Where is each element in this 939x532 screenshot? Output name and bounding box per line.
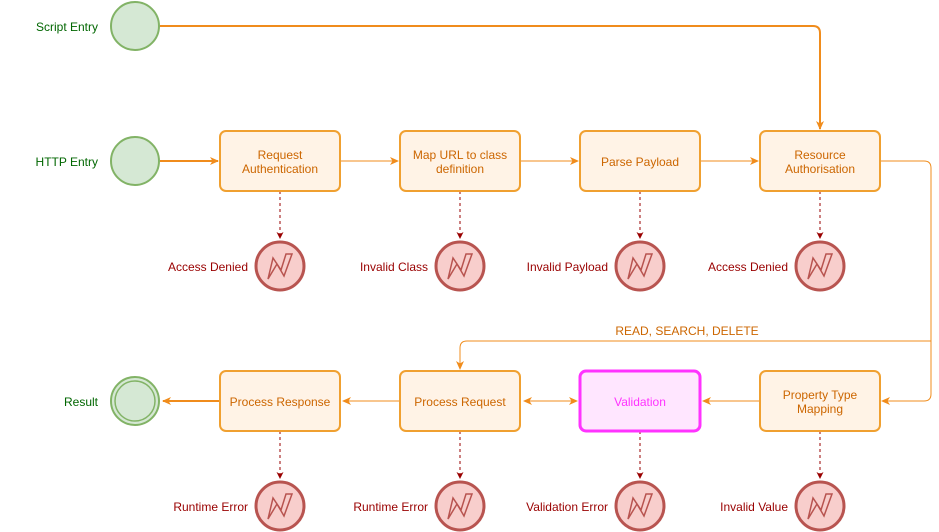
error-event-access-denied-2: Access Denied (708, 240, 846, 292)
property-type-mapping-line-1: Property Type (783, 388, 858, 402)
error-label-runtime-error-2: Runtime Error (353, 500, 428, 514)
error-lightning-icon (267, 493, 294, 520)
error-lightning-icon (447, 493, 474, 520)
property-type-mapping-line-2: Mapping (797, 402, 843, 416)
process-request-label: Process Request (414, 395, 506, 409)
process-process-request[interactable]: Process Request (399, 370, 521, 432)
result-end-event-inner (114, 380, 156, 422)
request-authentication-line-1: Request (258, 148, 303, 162)
error-label-access-denied-1: Access Denied (168, 260, 248, 274)
edge-label-read-search-delete: READ, SEARCH, DELETE (615, 324, 758, 338)
parse-payload-label: Parse Payload (601, 155, 679, 169)
process-validation[interactable]: Validation (578, 369, 702, 433)
error-event-invalid-class: Invalid Class (360, 240, 486, 292)
map-url-line-2: definition (436, 162, 484, 176)
http-entry-start-event (110, 136, 160, 186)
error-lightning-icon (627, 493, 654, 520)
error-lightning-icon (447, 253, 474, 280)
entry-events: Script Entry HTTP Entry Result (36, 1, 160, 426)
error-event-runtime-error-2: Runtime Error (353, 480, 486, 532)
process-resource-authorisation[interactable]: Resource Authorisation (759, 130, 881, 192)
error-event-access-denied-1: Access Denied (168, 240, 306, 292)
error-lightning-icon (267, 253, 294, 280)
edge-script-to-resource-authorisation (160, 25, 824, 130)
script-entry-start-event (110, 1, 160, 51)
error-event-invalid-value: Invalid Value (720, 480, 846, 532)
validation-label: Validation (614, 395, 666, 409)
error-label-access-denied-2: Access Denied (708, 260, 788, 274)
connectors (160, 25, 932, 405)
error-event-invalid-payload: Invalid Payload (527, 240, 666, 292)
edge-read-search-delete-to-process-request (456, 340, 931, 370)
error-label-runtime-error-1: Runtime Error (173, 500, 248, 514)
error-event-validation-error: Validation Error (526, 480, 666, 532)
error-events-top: Access Denied Invalid Class Invalid Payl… (168, 240, 846, 292)
request-authentication-line-2: Authentication (242, 162, 318, 176)
error-lightning-icon (807, 493, 834, 520)
process-parse-payload[interactable]: Parse Payload (579, 130, 701, 192)
process-process-response[interactable]: Process Response (219, 370, 341, 432)
script-entry-label: Script Entry (36, 20, 98, 34)
error-label-invalid-value: Invalid Value (720, 500, 788, 514)
error-label-validation-error: Validation Error (526, 500, 608, 514)
error-label-invalid-class: Invalid Class (360, 260, 428, 274)
error-lightning-icon (807, 253, 834, 280)
map-url-line-1: Map URL to class (413, 148, 507, 162)
error-connectors (276, 191, 824, 479)
error-lightning-icon (627, 253, 654, 280)
process-response-label: Process Response (230, 395, 331, 409)
error-events-bottom: Runtime Error Runtime Error Validation E… (173, 480, 846, 532)
error-event-runtime-error-1: Runtime Error (173, 480, 306, 532)
error-label-invalid-payload: Invalid Payload (527, 260, 608, 274)
result-label: Result (64, 395, 99, 409)
result-end-event (110, 376, 160, 426)
resource-authorisation-line-1: Resource (794, 148, 846, 162)
edge-resource-authorisation-to-property-type-mapping (880, 160, 932, 405)
process-property-type-mapping[interactable]: Property Type Mapping (759, 370, 881, 432)
resource-authorisation-line-2: Authorisation (785, 162, 855, 176)
http-entry-label: HTTP Entry (36, 155, 98, 169)
process-map-url-to-class[interactable]: Map URL to class definition (399, 130, 521, 192)
process-request-authentication[interactable]: Request Authentication (219, 130, 341, 192)
